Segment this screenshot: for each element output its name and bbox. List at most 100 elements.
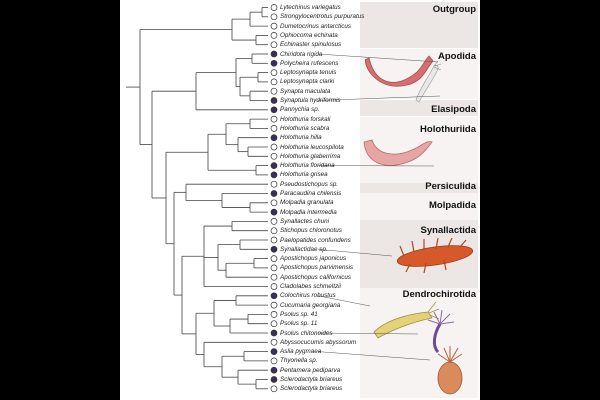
taxon-label: Holothuria scabra — [280, 124, 330, 132]
taxon-marker-filled — [270, 171, 278, 179]
clade-label-holothuriida: Holothuriida — [420, 124, 476, 135]
clade-label-elasipoda: Elasipoda — [431, 104, 476, 115]
holothuriida-illustration — [363, 139, 433, 166]
illustration-connector — [317, 351, 431, 361]
taxon-label: Leptosynapta tenuis — [280, 69, 337, 77]
taxon-label: Cladolabes schmeltzii — [280, 283, 341, 290]
taxon-marker-filled — [270, 134, 278, 142]
taxon-marker-open — [270, 199, 278, 207]
illustration-connector — [317, 95, 441, 101]
taxon-label: Holothuria hilla — [280, 134, 322, 142]
taxon-label: Synallactes chuni — [280, 217, 330, 225]
taxon-marker-filled — [270, 348, 278, 355]
taxon-marker-open — [270, 264, 278, 272]
taxon-label: Stichopus chloronotus — [280, 227, 342, 235]
taxon-label: Holothuria leucospilota — [280, 143, 344, 151]
taxon-marker-filled — [270, 190, 278, 197]
taxon-label: Abyssocucumis abyssorum — [280, 338, 357, 346]
taxon-label: Psolus sp. 41 — [280, 310, 318, 318]
taxon-label: Synapta maculata — [280, 87, 331, 95]
taxon-marker-open — [270, 4, 278, 11]
taxon-label: Molpadia intermedia — [280, 208, 337, 216]
clade-label-synallactida: Synallactida — [420, 225, 476, 236]
taxon-marker-open — [270, 69, 278, 76]
taxon-marker-open — [270, 180, 278, 188]
taxon-label: Colochirus robustus — [280, 292, 336, 300]
synallactida-spiky-illustration — [396, 238, 474, 274]
band-molpadida — [360, 193, 478, 220]
taxon-marker-open — [270, 255, 278, 262]
taxon-marker-open — [270, 143, 278, 151]
taxon-marker-open — [270, 311, 278, 318]
taxon-marker-open — [270, 236, 278, 244]
clade-label-persiculida: Persiculida — [425, 181, 476, 192]
taxon-label: Aslia pygmaea — [280, 348, 322, 356]
taxon-marker-open — [270, 41, 278, 49]
taxon-marker-open — [270, 283, 278, 290]
taxon-marker-filled — [270, 329, 278, 337]
taxon-marker-filled — [270, 97, 278, 104]
taxon-label: Sclerodactyla briareus — [280, 376, 343, 383]
taxon-marker-filled — [270, 106, 278, 114]
taxon-label: Holothuria grisea — [280, 171, 328, 179]
illustration-connector — [317, 295, 371, 307]
taxon-marker-open — [270, 273, 278, 281]
taxon-label: Apostichopus californicus — [280, 273, 352, 281]
clade-label-dendrochirotida: Dendrochirotida — [402, 289, 476, 300]
taxon-marker-filled — [270, 208, 278, 216]
taxon-marker-open — [270, 357, 278, 365]
illustration-connector — [317, 249, 393, 257]
taxon-label: Synallactidae sp. — [280, 245, 328, 253]
illustration-connector — [317, 332, 419, 335]
taxon-marker-open — [270, 22, 278, 30]
taxon-label: Apostichopus parvimensis — [280, 264, 354, 272]
taxon-marker-open — [270, 115, 278, 123]
taxon-marker-open — [270, 13, 278, 21]
taxon-marker-filled — [270, 50, 278, 58]
band-outgroup — [360, 2, 478, 48]
taxon-label: Paelopatides confundens — [280, 236, 351, 244]
taxon-marker-open — [270, 152, 278, 160]
taxon-marker-filled — [270, 366, 278, 374]
taxon-label: Cucumaria georgiana — [280, 301, 341, 309]
taxon-marker-open — [270, 78, 278, 86]
taxon-label: Thyonella sp. — [280, 357, 318, 365]
taxon-label: Pannychia sp. — [280, 106, 320, 114]
taxon-label: Lytechinus variegatus — [280, 4, 341, 11]
taxon-label: Synaptula hydriformis — [280, 97, 341, 104]
taxon-marker-open — [270, 385, 278, 393]
taxon-label: Pseudostichopus sp. — [280, 180, 339, 188]
dendrochirotida-orange-illustration — [437, 346, 463, 395]
taxon-marker-filled — [270, 292, 278, 300]
band-elasipoda — [360, 100, 478, 116]
taxon-label: Polycheira rufescens — [280, 59, 339, 67]
clade-label-apodida: Apodida — [438, 51, 476, 62]
taxon-label: Apostichopus japonicus — [280, 255, 347, 263]
taxon-marker-open — [270, 301, 278, 309]
band-persiculida — [360, 183, 478, 193]
taxon-marker-filled — [270, 376, 278, 383]
taxon-marker-open — [270, 338, 278, 346]
clade-label-outgroup: Outgroup — [432, 4, 476, 15]
taxon-marker-open — [270, 227, 278, 235]
taxon-label: Chiridota rigida — [280, 50, 323, 58]
taxon-marker-open — [270, 320, 278, 328]
taxon-label: Sclerodactyla briareus — [280, 385, 343, 393]
taxon-label: Pentamera pediparva — [280, 366, 341, 374]
taxon-label: Holothuria forskali — [280, 115, 331, 123]
taxon-marker-filled — [270, 162, 278, 169]
taxon-label: Holothuria floridana — [280, 162, 335, 170]
taxon-label: Paracaudina chilensis — [280, 190, 342, 197]
taxon-marker-filled — [270, 59, 278, 67]
taxon-label: Dumetocrinus antarcticus — [280, 22, 352, 30]
psolus-purple-illustration — [427, 309, 455, 354]
taxon-label: Psolus sp. 11 — [280, 320, 318, 328]
taxon-label: Ophiocoma echinata — [280, 31, 338, 39]
apodida-worm-illustration — [365, 55, 434, 87]
clade-label-molpadida: Molpadida — [429, 200, 476, 211]
taxon-marker-filled — [270, 245, 278, 253]
taxon-label: Echinaster spinulosus — [280, 41, 342, 49]
taxon-label: Molpadia granulata — [280, 199, 334, 207]
